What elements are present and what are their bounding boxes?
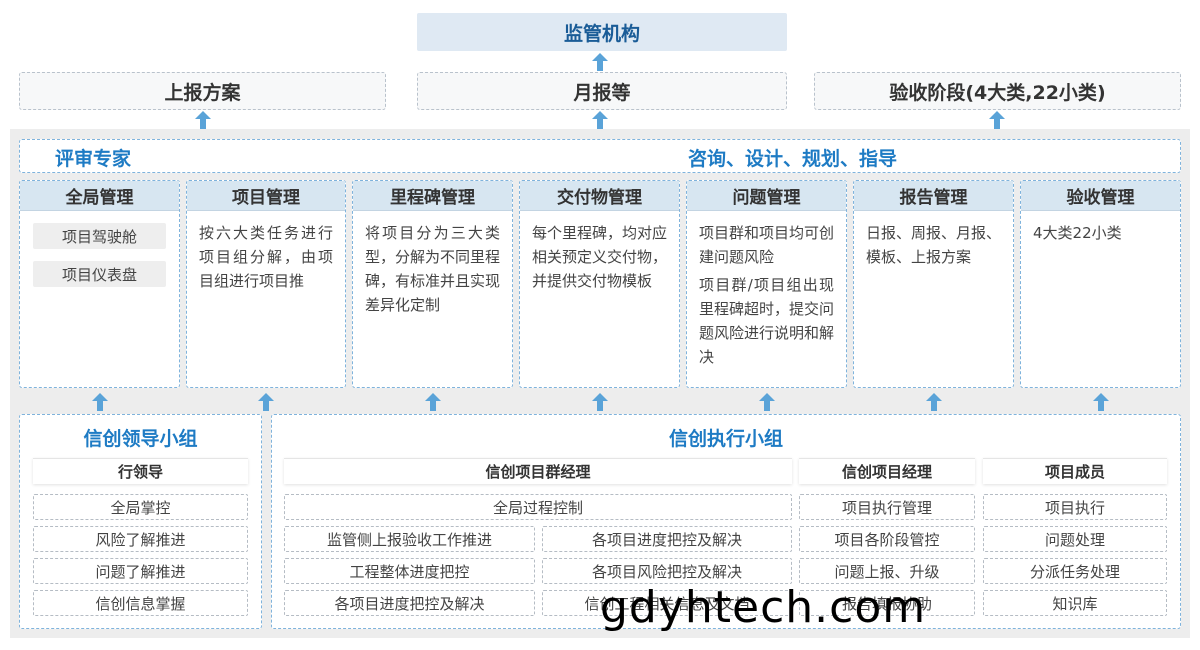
module-title: 验收管理 (1021, 181, 1180, 211)
arrow-up-icon (592, 53, 608, 71)
module-desc: 每个里程碑，均对应相关预定义交付物，并提供交付物模板 (532, 224, 668, 290)
module-deliverable: 交付物管理 每个里程碑，均对应相关预定义交付物，并提供交付物模板 (519, 180, 680, 388)
module-title: 交付物管理 (520, 181, 679, 211)
member-role: 项目成员 (983, 458, 1167, 484)
module-report: 报告管理 日报、周报、月报、模板、上报方案 (853, 180, 1014, 388)
member-task: 项目执行 (983, 494, 1167, 520)
module-acceptance: 验收管理 4大类22小类 (1020, 180, 1181, 388)
expert-label: 评审专家 (55, 148, 132, 170)
module-desc: 将项目分为三大类型，分解为不同里程碑，有标准并且实现差异化定制 (365, 224, 501, 314)
module-desc: 项目群/项目组出现里程碑超时，提交问题风险进行说明和解决 (699, 276, 835, 366)
module-title: 里程碑管理 (353, 181, 512, 211)
member-task: 分派任务处理 (983, 558, 1167, 584)
acceptance-stage-label: 验收阶段(4大类,22小类) (889, 81, 1106, 104)
pgm-task: 信创工程相关信息及文档 (542, 590, 792, 616)
module-milestone: 里程碑管理 将项目分为三大类型，分解为不同里程碑，有标准并且实现差异化定制 (352, 180, 513, 388)
report-plan-label: 上报方案 (164, 81, 241, 104)
module-title: 问题管理 (687, 181, 846, 211)
leader-task: 信创信息掌握 (33, 590, 248, 616)
pgm-task: 工程整体进度把控 (284, 558, 535, 584)
leader-task: 问题了解推进 (33, 558, 248, 584)
pgm-task: 监管侧上报验收工作推进 (284, 526, 535, 552)
leader-task: 全局掌控 (33, 494, 248, 520)
report-plan-box: 上报方案 (19, 72, 386, 110)
arrow-up-icon (926, 393, 942, 411)
member-task: 问题处理 (983, 526, 1167, 552)
exec-group-title: 信创执行小组 (668, 427, 783, 450)
arrow-up-icon (1093, 393, 1109, 411)
report-monthly-box: 月报等 (417, 72, 787, 110)
regulator-label: 监管机构 (563, 22, 640, 45)
cockpit-item: 项目驾驶舱 (33, 223, 166, 249)
module-desc: 4大类22小类 (1033, 224, 1122, 242)
leader-task: 风险了解推进 (33, 526, 248, 552)
arrow-up-icon (592, 393, 608, 411)
pgm-task: 各项目风险把控及解决 (542, 558, 792, 584)
report-monthly-label: 月报等 (573, 81, 631, 104)
pgm-task: 各项目进度把控及解决 (542, 526, 792, 552)
pgm-role: 信创项目群经理 (284, 458, 792, 484)
module-title: 项目管理 (187, 181, 345, 211)
arrow-up-icon (759, 393, 775, 411)
pm-role: 信创项目经理 (799, 458, 975, 484)
module-global: 全局管理 项目驾驶舱 项目仪表盘 (19, 180, 180, 388)
expert-banner (19, 139, 1181, 173)
module-title: 全局管理 (20, 181, 179, 211)
module-desc: 按六大类任务进行项目组分解，由项目组进行项目推 (199, 224, 333, 290)
pm-task: 报告填报协助 (799, 590, 975, 616)
module-issue: 问题管理 项目群和项目均可创建问题风险 项目群/项目组出现里程碑超时，提交问题风… (686, 180, 847, 388)
arrow-up-icon (258, 393, 274, 411)
module-project: 项目管理 按六大类任务进行项目组分解，由项目组进行项目推 (186, 180, 346, 388)
pgm-task: 各项目进度把控及解决 (284, 590, 535, 616)
module-desc: 日报、周报、月报、模板、上报方案 (866, 224, 1002, 266)
pm-task: 项目执行管理 (799, 494, 975, 520)
arrow-up-icon (92, 393, 108, 411)
regulator-box: 监管机构 (417, 13, 787, 51)
leader-group-title: 信创领导小组 (83, 427, 198, 450)
watermark-text: gdyhtech.com (600, 582, 927, 633)
module-title: 报告管理 (854, 181, 1013, 211)
arrow-up-icon (989, 111, 1005, 129)
pgm-task-full: 全局过程控制 (284, 494, 792, 520)
member-task: 知识库 (983, 590, 1167, 616)
module-desc: 项目群和项目均可创建问题风险 (699, 224, 835, 266)
pm-task: 项目各阶段管控 (799, 526, 975, 552)
arrow-up-icon (425, 393, 441, 411)
arrow-up-icon (195, 111, 211, 129)
arrow-up-icon (592, 111, 608, 129)
dashboard-item: 项目仪表盘 (33, 261, 166, 287)
acceptance-stage-box: 验收阶段(4大类,22小类) (814, 72, 1181, 110)
pm-task: 问题上报、升级 (799, 558, 975, 584)
consulting-label: 咨询、设计、规划、指导 (688, 148, 898, 170)
leader-role: 行领导 (33, 458, 248, 484)
